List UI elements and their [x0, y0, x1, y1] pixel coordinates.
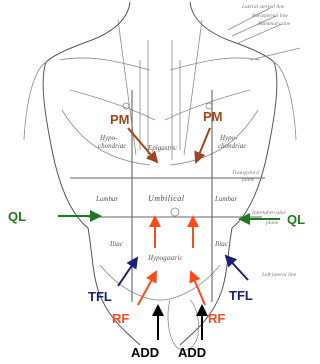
region-hypogastric: Hypogastric — [147, 254, 184, 262]
region-lumbar-right: Lumbar — [214, 195, 237, 203]
region-hypochondriac-right-2: chondriac — [218, 142, 247, 150]
pm-right-arrow — [196, 128, 210, 162]
label-add-right: ADD — [178, 345, 206, 360]
left-lateral-line-note: Left lateral line — [261, 271, 297, 278]
muscle-arrows — [58, 128, 280, 340]
label-add-left: ADD — [131, 345, 159, 360]
lateral-sternal-line-note: Lateral sternal line — [241, 4, 285, 10]
region-iliac-right: Iliac — [214, 240, 229, 248]
parasternal-line-note: Parasternal line — [251, 13, 288, 19]
label-tfl-left: TFL — [88, 289, 112, 304]
region-hypochondriac-right-1: Hypo- — [219, 134, 238, 142]
intertubercular-note-2: plane — [265, 220, 279, 226]
tfl-left-arrow — [118, 258, 137, 286]
label-pm-left: PM — [110, 112, 130, 127]
region-hypochondriac-left-1: Hypo- — [99, 134, 118, 142]
rf-left-lower-arrow — [138, 272, 156, 305]
torso-outline — [24, 2, 300, 350]
label-rf-left: RF — [112, 311, 129, 326]
intertubercular-note-1: Intertubercular — [251, 210, 287, 216]
region-lumbar-left: Lumbar — [95, 195, 118, 203]
label-ql-left: QL — [8, 209, 26, 224]
rf-right-lower-arrow — [191, 272, 205, 305]
label-tfl-right: TFL — [229, 288, 253, 303]
region-labels: Hypo- chondriac Hypo- chondriac Epigastr… — [95, 134, 247, 262]
region-umbilical: Umbilical — [148, 194, 185, 203]
label-rf-right: RF — [208, 311, 225, 326]
region-iliac-left: Iliac — [109, 240, 124, 248]
label-pm-right: PM — [203, 109, 223, 124]
region-epigastric: Epigastric — [147, 144, 178, 152]
transpyloric-note-1: Transpyloric — [232, 170, 261, 176]
tfl-right-arrow — [226, 256, 248, 280]
mammary-line-note: Mammary line — [257, 21, 291, 27]
label-ql-right: QL — [287, 212, 305, 227]
region-hypochondriac-left-2: chondriac — [98, 142, 127, 150]
transpyloric-note-2: plane — [241, 177, 255, 183]
